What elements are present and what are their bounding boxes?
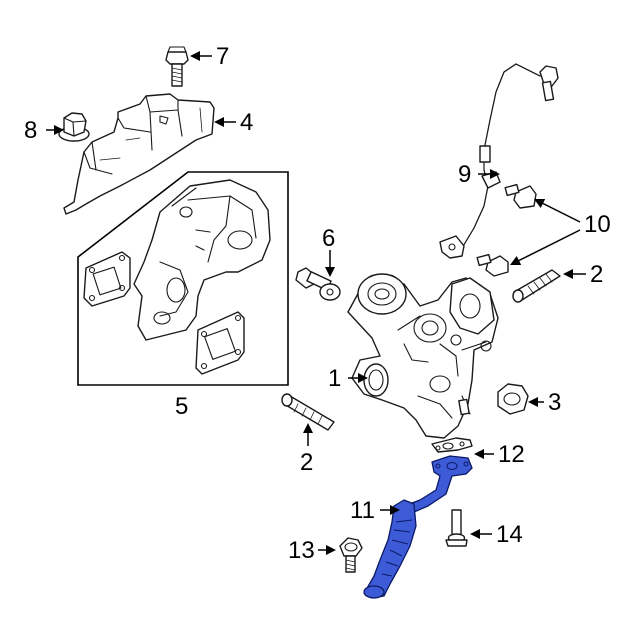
banjo-bolt-part-10-lower — [476, 253, 509, 277]
callout-8: 8 — [24, 117, 37, 144]
flange-nut-part-8 — [58, 112, 90, 142]
callout-1: 1 — [328, 365, 341, 392]
callout-13: 13 — [288, 537, 315, 564]
heat-shield-part-4 — [63, 93, 215, 215]
bolt-part-7 — [165, 46, 189, 87]
stud-part-14 — [445, 509, 468, 547]
turbocharger-part-1 — [347, 273, 499, 439]
stud-part-2-right — [512, 269, 561, 303]
bolt-part-13 — [339, 537, 363, 573]
callout-2-right: 2 — [590, 261, 603, 288]
banjo-bolt-part-10-upper — [504, 183, 537, 209]
nut-part-3 — [497, 383, 529, 415]
callout-5: 5 — [175, 393, 188, 420]
oil-feed-line-part-9 — [439, 63, 559, 259]
exhaust-manifold-box-part-5 — [77, 171, 289, 386]
callout-11: 11 — [350, 497, 375, 524]
gasket-part-12 — [431, 437, 473, 453]
stud-part-2-bottom — [281, 393, 335, 431]
bolt-part-6 — [295, 267, 341, 301]
callout-9: 9 — [458, 161, 471, 188]
callout-2-bottom: 2 — [300, 449, 313, 476]
oil-return-line-part-11 — [363, 455, 473, 599]
callout-7: 7 — [216, 43, 229, 70]
leader-arrows — [46, 51, 586, 555]
callout-12: 12 — [498, 441, 525, 468]
callout-6: 6 — [322, 225, 335, 252]
callout-3: 3 — [548, 389, 561, 416]
callout-4: 4 — [240, 109, 253, 136]
callout-10: 10 — [584, 211, 611, 238]
callout-14: 14 — [496, 521, 523, 548]
